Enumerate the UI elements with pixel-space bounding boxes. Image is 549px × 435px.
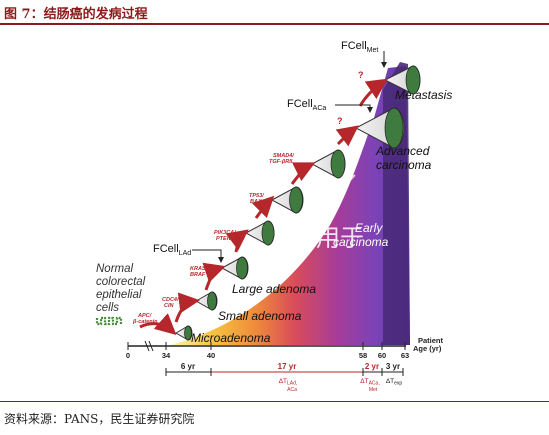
svg-text:APC/: APC/ — [137, 313, 153, 319]
stage-label-metastasis: Metastasis — [395, 88, 452, 102]
tumor-cone-icons — [175, 65, 421, 341]
svg-text:BRAF: BRAF — [190, 272, 206, 278]
stage-label-small-adenoma: Small adenoma — [218, 309, 302, 323]
svg-text:carcinoma: carcinoma — [333, 235, 389, 249]
figure-header: 图 7：结肠癌的发病过程 — [0, 0, 549, 25]
interval-note-2yr: ΔTACa, Met — [360, 378, 379, 393]
mutation-label-pik3ca: PIK3CA/ PTEN — [214, 230, 237, 242]
header-rule — [0, 23, 549, 25]
svg-text:TGF-βRII: TGF-βRII — [269, 159, 293, 165]
svg-text:60: 60 — [378, 351, 386, 360]
stage-label-advanced-carcinoma: Advanced carcinoma — [375, 144, 432, 172]
svg-text:PIK3CA/: PIK3CA/ — [214, 230, 237, 236]
mutation-label-kras: KRAS/ BRAF — [190, 266, 209, 278]
footer-rule — [0, 401, 549, 402]
svg-text:TP53/: TP53/ — [249, 193, 265, 199]
svg-text:epithelial: epithelial — [96, 289, 142, 301]
figure-title: 图 7：结肠癌的发病过程 — [4, 7, 148, 22]
mutation-label-unknown-1: ? — [337, 116, 343, 126]
fcell-label-aca: FCellACa — [287, 98, 373, 113]
fcell-label-lad: FCellLAd — [153, 243, 224, 263]
mutation-label-unknown-2: ? — [358, 70, 364, 80]
age-axis-label: Patient Age (yr) — [413, 336, 444, 353]
mutation-label-apc: APC/ β-catenin — [132, 313, 158, 325]
mutation-label-cdc4: CDC4/ CIN — [162, 297, 180, 309]
svg-text:SMAD4/: SMAD4/ — [273, 153, 295, 159]
progression-wedge — [170, 66, 410, 345]
stage-label-normal: Normal colorectal epithelial cells — [96, 263, 146, 314]
stage-label-early-carcinoma: Early carcinoma — [333, 221, 389, 249]
interval-17yr: 17 yr — [278, 362, 297, 371]
svg-text:ΔTLAd,: ΔTLAd, — [279, 378, 298, 387]
svg-text:63: 63 — [401, 351, 409, 360]
stage-label-large-adenoma: Large adenoma — [232, 282, 316, 296]
svg-text:CDC4/: CDC4/ — [162, 297, 180, 303]
svg-text:cells: cells — [96, 302, 119, 314]
svg-text:CIN: CIN — [164, 303, 175, 309]
svg-text:Advanced: Advanced — [375, 144, 430, 158]
svg-text:34: 34 — [162, 351, 171, 360]
mutation-label-smad4: SMAD4/ TGF-βRII — [269, 153, 295, 165]
svg-text:Early: Early — [355, 221, 383, 235]
svg-text:Patient: Patient — [418, 336, 444, 345]
svg-text:Age (yr): Age (yr) — [413, 344, 442, 353]
svg-text:colorectal: colorectal — [96, 276, 146, 288]
fcell-label-met: FCellMet — [341, 40, 387, 68]
svg-text:FCellMet: FCellMet — [341, 40, 378, 54]
interval-note-3yr: ΔTexp — [386, 378, 403, 387]
interval-note-17yr: ΔTLAd, ACa — [279, 378, 298, 393]
mutation-label-tp53: TP53/ BAX — [249, 193, 265, 205]
interval-bar — [165, 368, 404, 376]
svg-text:ΔTACa,: ΔTACa, — [360, 378, 379, 387]
svg-text:Normal: Normal — [96, 263, 134, 275]
interval-6yr: 6 yr — [181, 362, 195, 371]
watermark-stroke — [299, 174, 356, 233]
watermark-text: 请勿用于 — [268, 224, 364, 252]
svg-text:BAX: BAX — [250, 199, 262, 205]
stage-label-microadenoma: Microadenoma — [191, 331, 271, 345]
svg-text:0: 0 — [126, 351, 130, 360]
svg-text:KRAS/: KRAS/ — [190, 266, 209, 272]
svg-text:FCellLAd: FCellLAd — [153, 243, 191, 257]
interval-3yr: 3 yr — [386, 362, 400, 371]
transition-arrows — [139, 78, 388, 336]
epithelial-cells-icon — [95, 316, 123, 326]
svg-text:PTEN: PTEN — [216, 236, 232, 242]
metastasis-band — [383, 62, 410, 345]
age-axis — [127, 340, 406, 352]
svg-text:40: 40 — [207, 351, 215, 360]
svg-text:58: 58 — [359, 351, 367, 360]
svg-text:ACa: ACa — [287, 387, 297, 393]
svg-text:FCellACa: FCellACa — [287, 98, 326, 112]
svg-text:β-catenin: β-catenin — [132, 319, 158, 325]
svg-text:ΔTexp: ΔTexp — [386, 378, 403, 387]
interval-2yr: 2 yr — [365, 362, 379, 371]
source-note: 资料来源：PANS，民生证券研究院 — [4, 412, 195, 426]
svg-text:Met: Met — [369, 387, 378, 393]
age-axis-ticks: 0 34 40 58 60 63 — [126, 351, 409, 360]
svg-text:carcinoma: carcinoma — [376, 158, 432, 172]
